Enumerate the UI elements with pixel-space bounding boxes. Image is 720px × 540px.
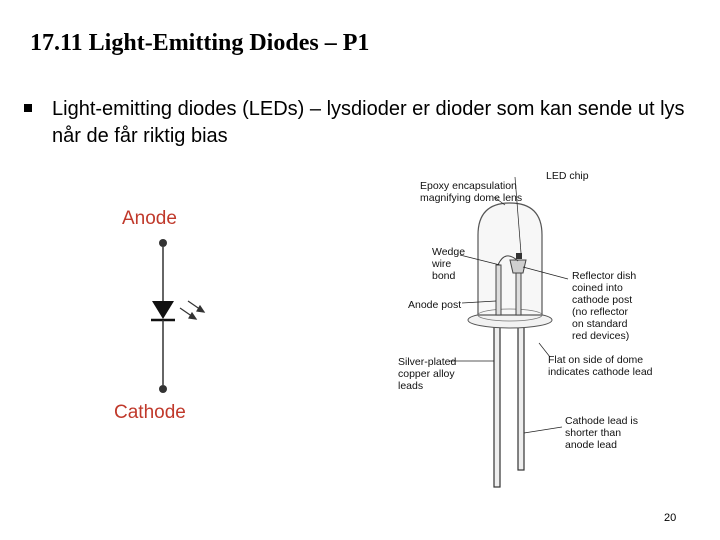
cathode-lead-line-2: shorter than xyxy=(565,427,621,439)
square-bullet-icon xyxy=(24,104,32,112)
silver-line-2: copper alloy xyxy=(398,368,455,380)
led-construction-diagram: Epoxy encapsulation magnifying dome lens… xyxy=(398,170,653,488)
slide-title: 17.11 Light-Emitting Diodes – P1 xyxy=(30,30,370,56)
anode-label: Anode xyxy=(122,208,177,229)
silver-callout: Silver-plated copper alloy leads xyxy=(398,356,459,392)
flat-callout: Flat on side of dome indicates cathode l… xyxy=(548,354,653,378)
wedge-callout: Wedge wire bond xyxy=(431,246,468,282)
flat-line-2: indicates cathode lead xyxy=(548,366,653,378)
cathode-lead-callout: Cathode lead is shorter than anode lead xyxy=(565,415,641,451)
cathode-lead-line-1: Cathode lead is xyxy=(565,415,638,427)
page-number: 20 xyxy=(664,512,677,524)
epoxy-line-1: Epoxy encapsulation xyxy=(420,180,517,192)
reflector-line-6: red devices) xyxy=(572,330,629,342)
cathode-lead-line-3: anode lead xyxy=(565,439,617,451)
cathode-terminal xyxy=(159,385,167,393)
led-leads xyxy=(493,324,525,488)
silver-line-1: Silver-plated xyxy=(398,356,457,368)
led-chip-callout: LED chip xyxy=(546,170,589,182)
reflector-line-5: on standard xyxy=(572,318,628,330)
epoxy-line-2: magnifying dome lens xyxy=(420,192,522,204)
led-chip-die xyxy=(516,253,522,259)
epoxy-callout: Epoxy encapsulation magnifying dome lens xyxy=(420,180,522,204)
wedge-line-1: Wedge xyxy=(432,246,465,258)
epoxy-dome xyxy=(477,202,543,316)
anode-post-callout: Anode post xyxy=(408,299,461,311)
reflector-line-2: coined into xyxy=(572,282,623,294)
bullet-text: Light-emitting diodes (LEDs) – lysdioder… xyxy=(52,98,685,147)
reflector-line-3: cathode post xyxy=(572,294,632,306)
flat-line-1: Flat on side of dome xyxy=(548,354,643,366)
internal-posts xyxy=(495,255,527,316)
led-symbol: Anode Cathode xyxy=(114,208,206,423)
anode-terminal xyxy=(159,239,167,247)
wedge-line-2: wire xyxy=(431,258,451,270)
silver-line-3: leads xyxy=(398,380,423,392)
light-emission-arrows-icon xyxy=(179,300,206,320)
callout-leaders xyxy=(450,176,569,434)
reflector-line-1: Reflector dish xyxy=(572,270,636,282)
reflector-callout: Reflector dish coined into cathode post … xyxy=(572,270,639,342)
reflector-line-4: (no reflector xyxy=(572,306,629,318)
diode-triangle-icon xyxy=(152,301,174,319)
wedge-line-3: bond xyxy=(432,270,456,282)
cathode-label: Cathode xyxy=(114,402,186,423)
